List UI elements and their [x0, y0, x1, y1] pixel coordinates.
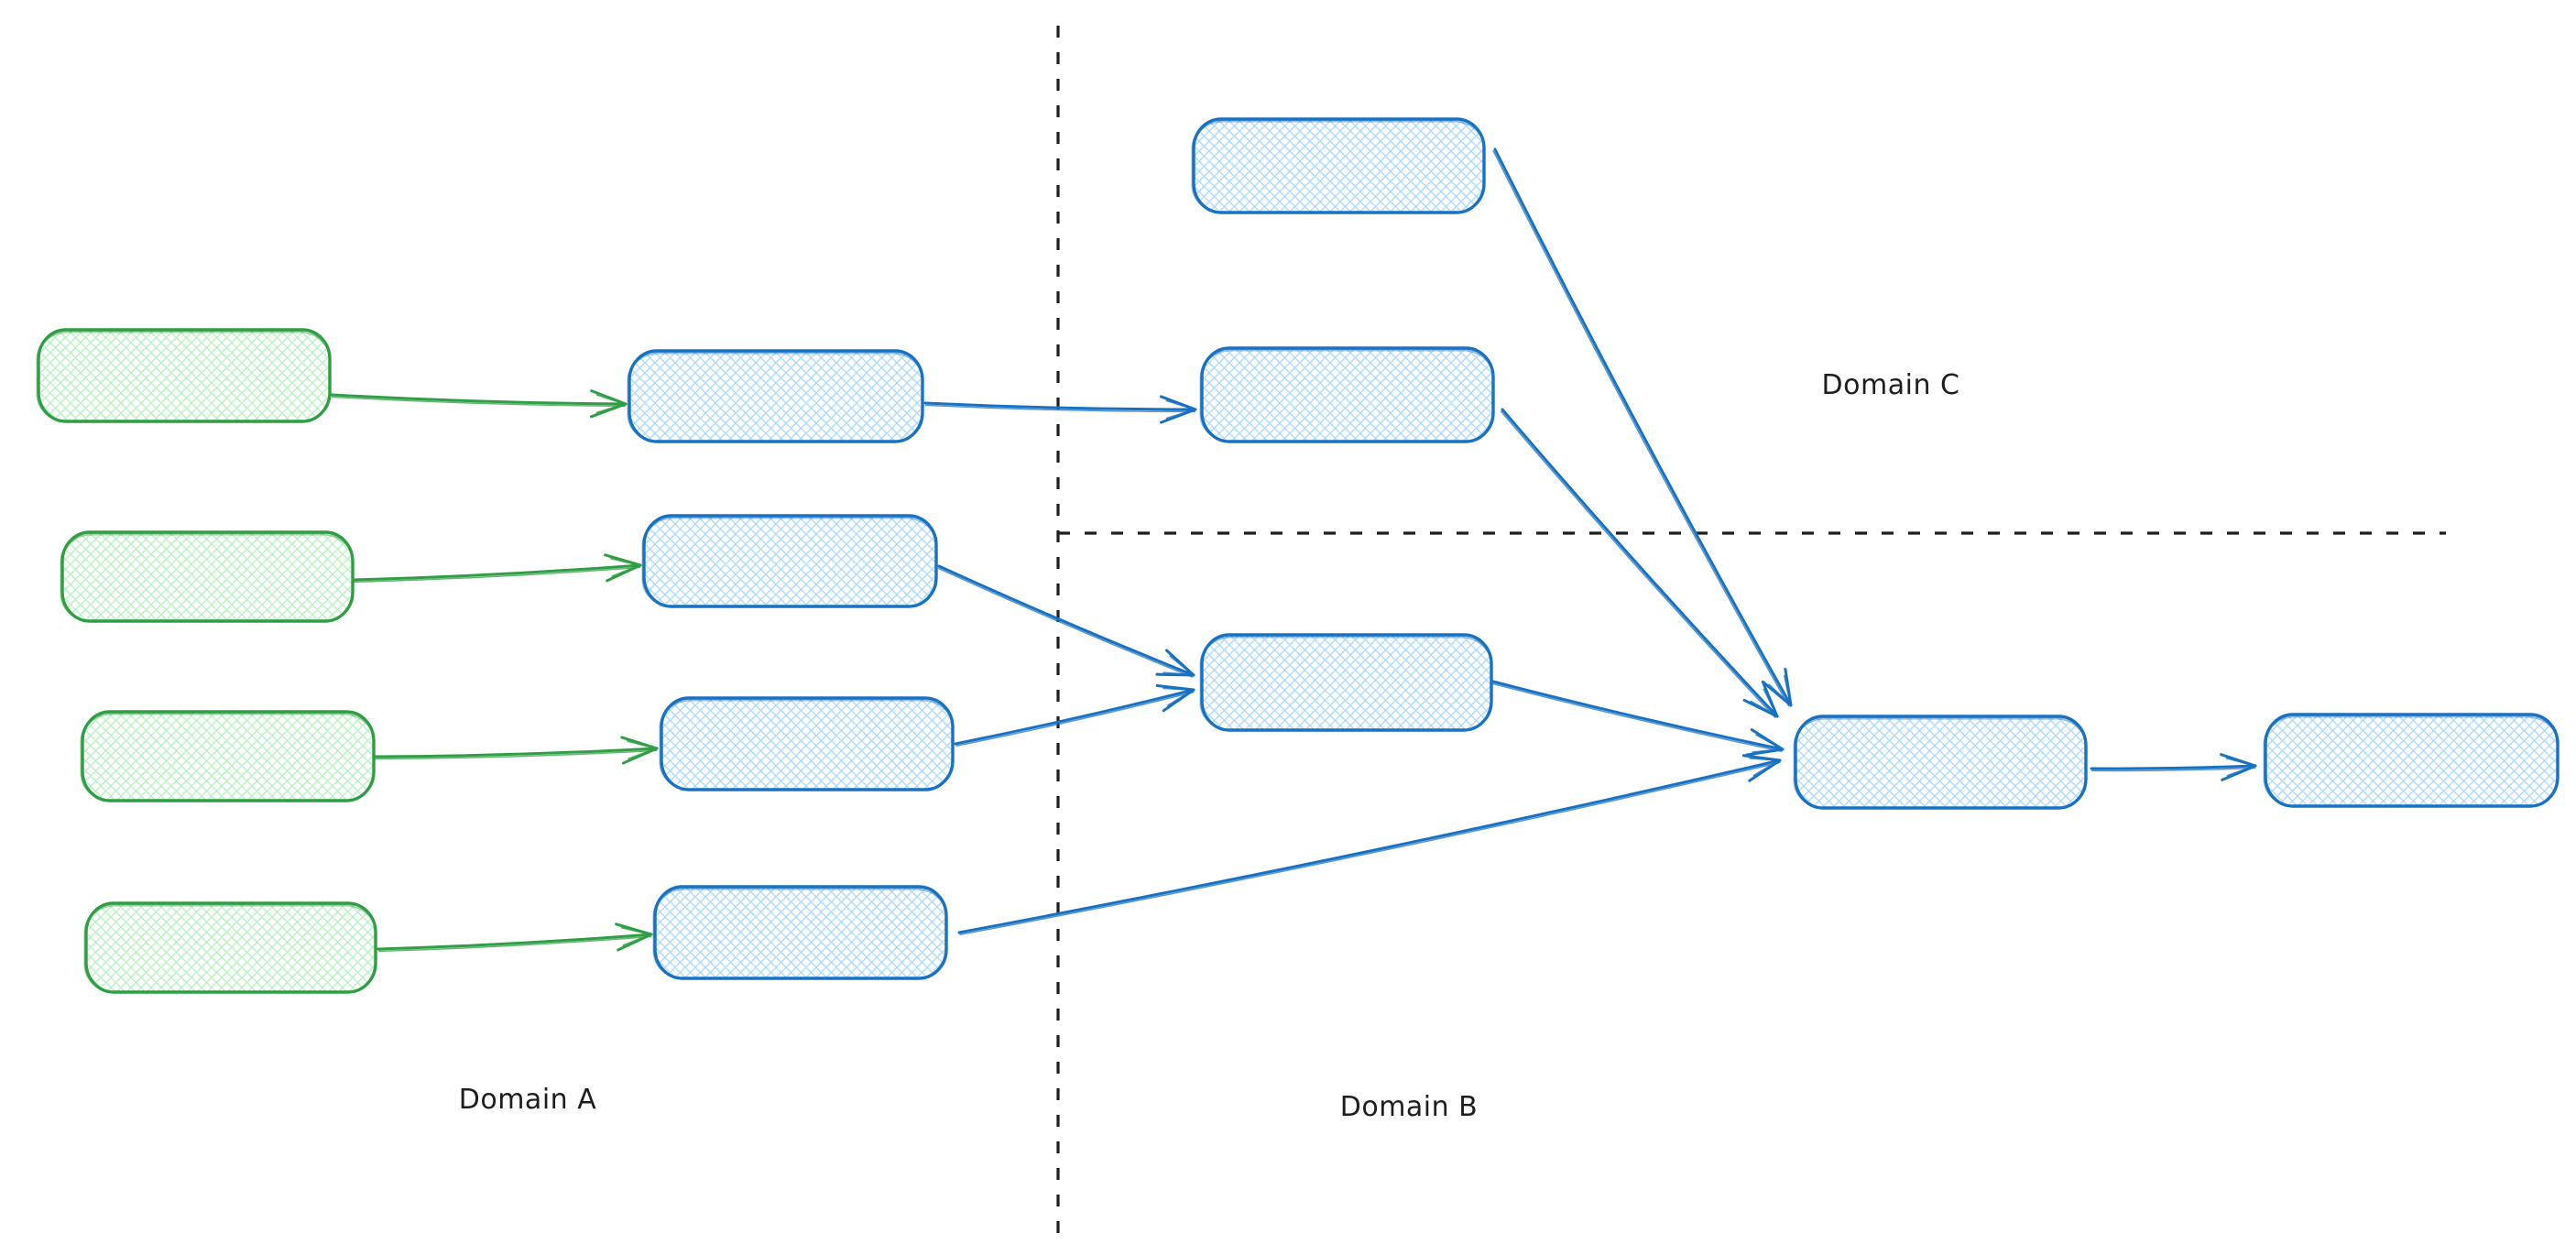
node-blue-a1[interactable] [627, 349, 924, 443]
label-domain-b[interactable]: Domain B [1340, 1091, 1479, 1123]
edge-g1-to-a1[interactable] [330, 389, 628, 419]
node-blue-a3[interactable] [659, 696, 955, 791]
node-blue-a4[interactable] [652, 885, 948, 980]
node-blue-b-top[interactable] [1199, 346, 1495, 443]
label-domain-c[interactable]: Domain C [1822, 369, 1960, 401]
edge-a3-to-bmid[interactable] [954, 683, 1195, 748]
node-blue-hub[interactable] [1793, 715, 2088, 810]
edge-bmid-to-hub[interactable] [1491, 680, 1785, 757]
node-blue-c-top[interactable] [1191, 117, 1486, 214]
node-green-source-1[interactable] [36, 328, 332, 423]
node-blue-a2[interactable] [641, 514, 938, 608]
node-blue-end[interactable] [2263, 713, 2560, 808]
node-green-source-3[interactable] [80, 710, 376, 802]
node-blue-b-mid[interactable] [1199, 633, 1493, 732]
edge-a1-to-btop[interactable] [923, 395, 1197, 424]
edge-btop-to-hub[interactable] [1500, 408, 1779, 719]
node-green-source-4[interactable] [83, 901, 377, 994]
edge-ctop-to-hub[interactable] [1492, 147, 1793, 707]
edge-a4-to-hub[interactable] [957, 754, 1782, 936]
edge-a2-to-bmid[interactable] [937, 564, 1195, 678]
node-green-source-2[interactable] [60, 530, 355, 623]
edge-g2-to-a2[interactable] [352, 553, 642, 584]
edge-hub-to-end[interactable] [2090, 753, 2257, 781]
edge-g3-to-a3[interactable] [373, 736, 659, 765]
label-domain-a[interactable]: Domain A [459, 1084, 596, 1116]
edge-g4-to-a4[interactable] [377, 922, 653, 953]
